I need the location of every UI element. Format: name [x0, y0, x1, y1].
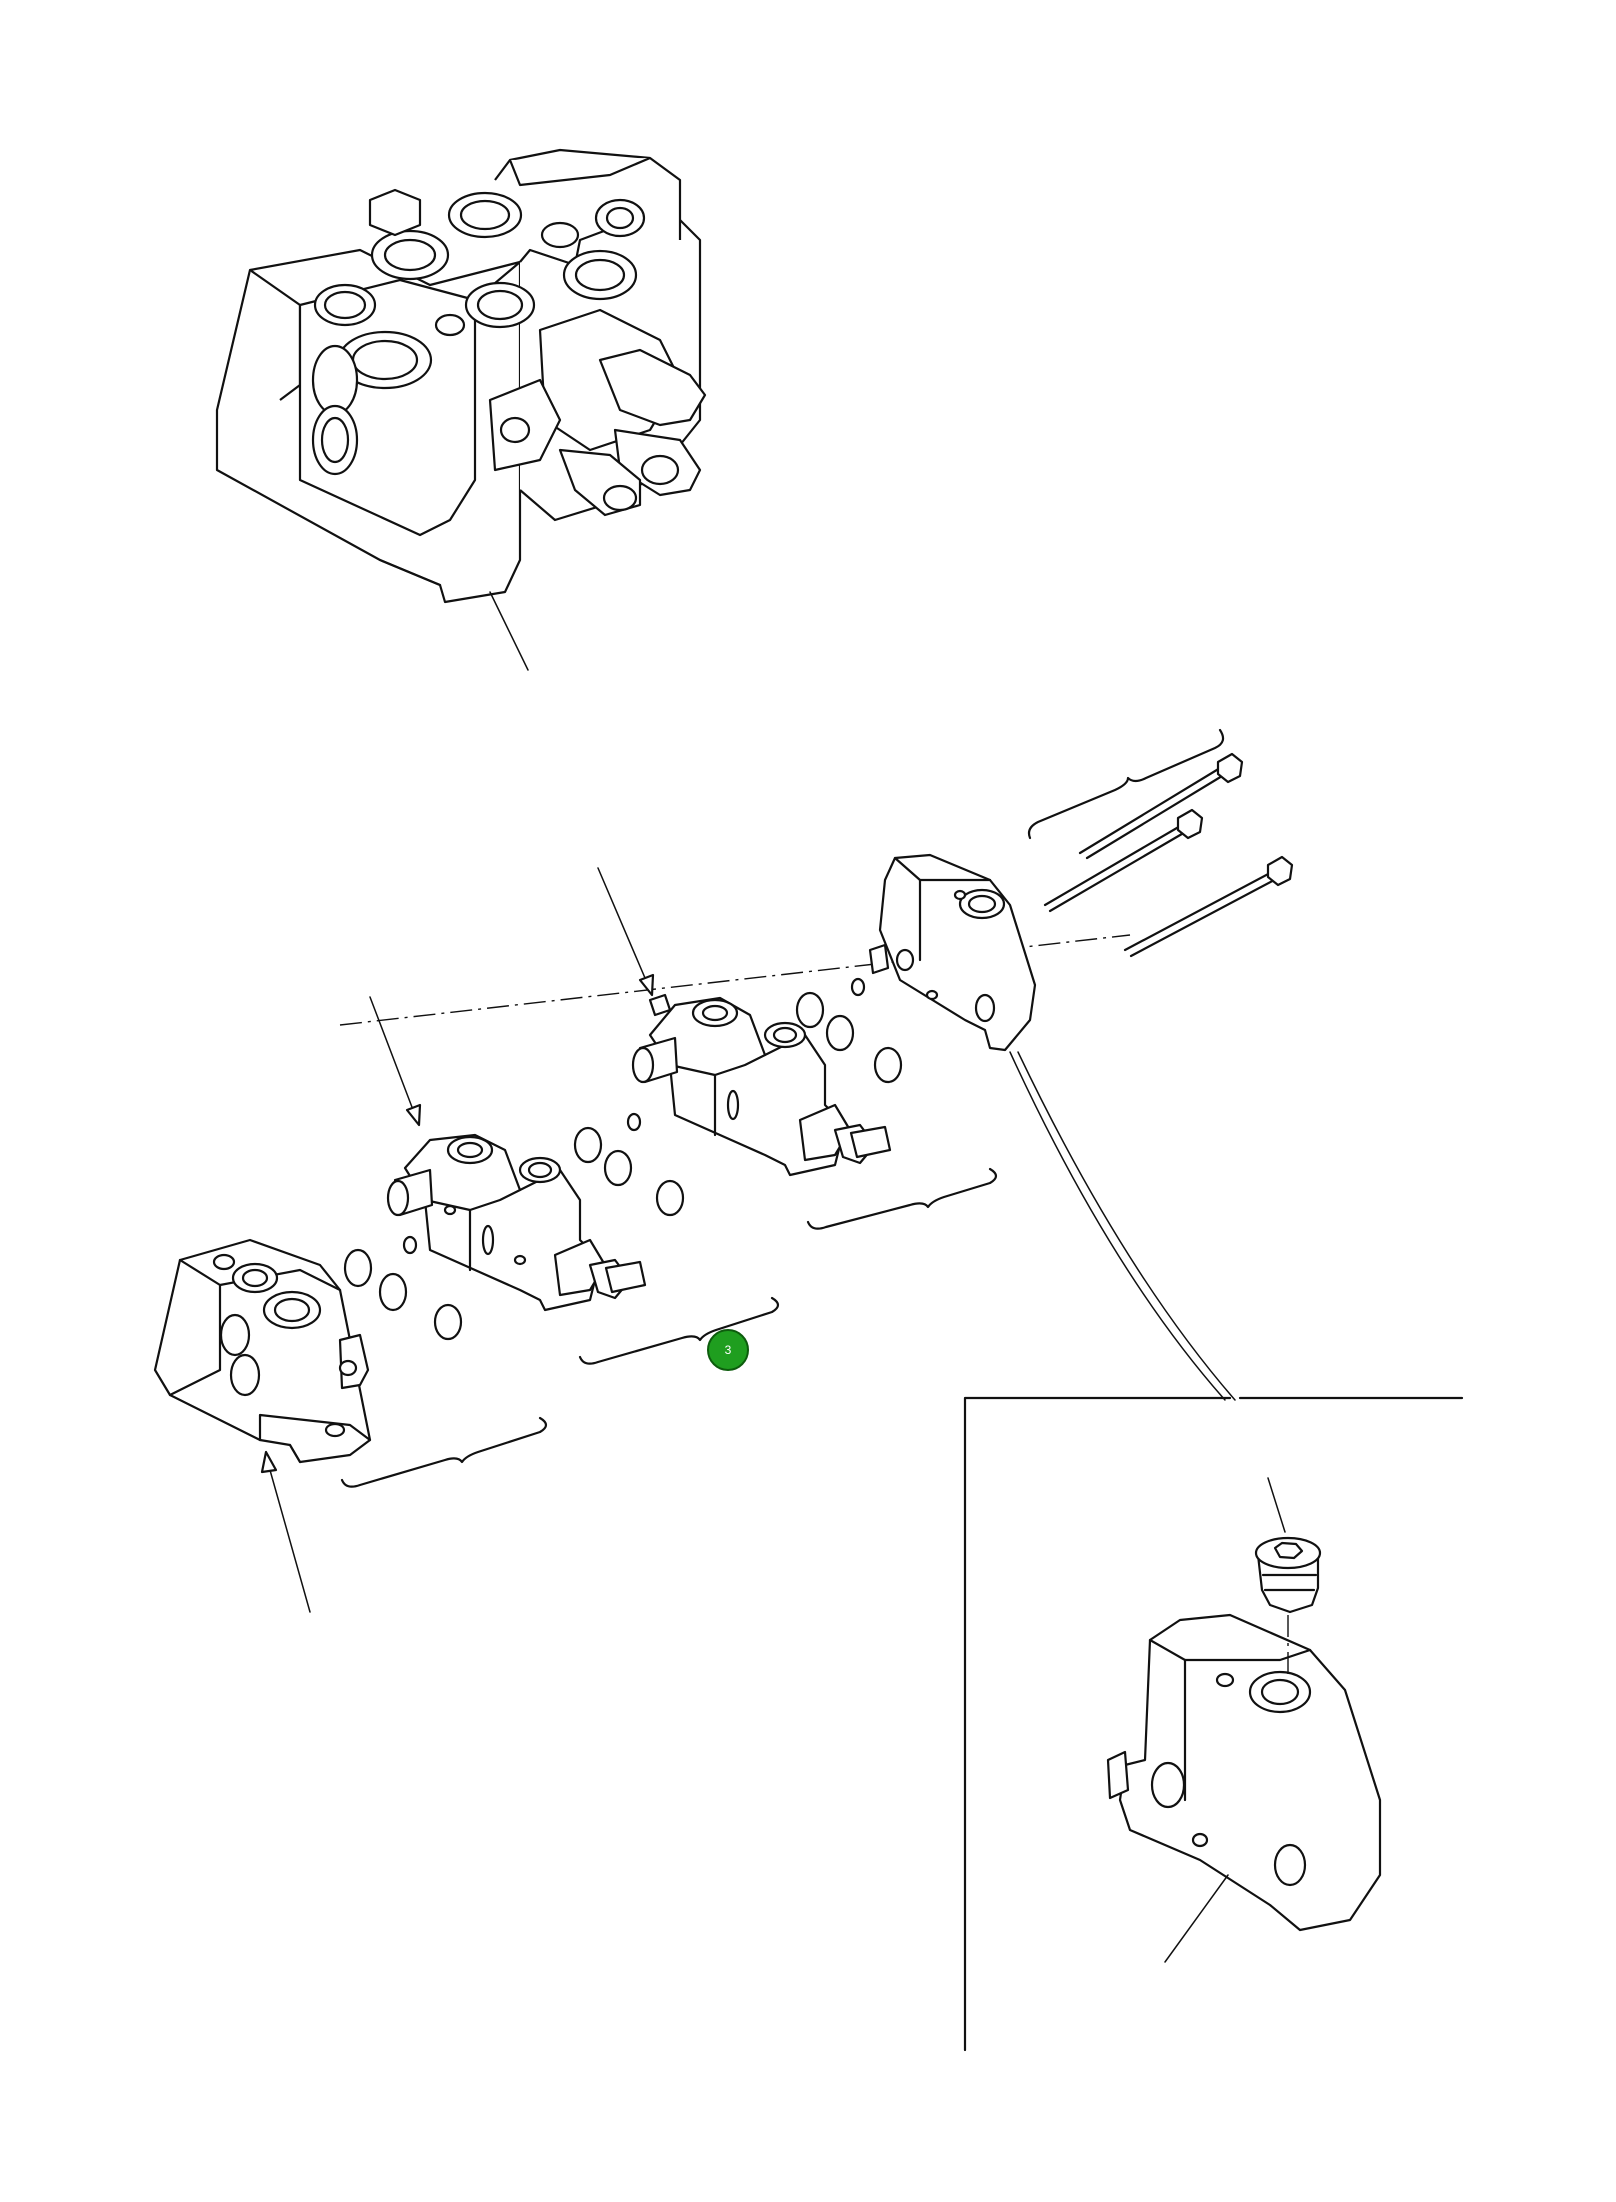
inlet-section: [153, 1238, 372, 1464]
plug-detail: [1254, 1536, 1322, 1614]
callout-badge[interactable]: 3: [707, 1329, 749, 1371]
o-ring-group-3: [795, 977, 903, 1084]
section-braces: [340, 728, 1225, 1488]
plug-leader-line: [1267, 1477, 1286, 1533]
assembled-control-valve: [215, 148, 707, 604]
tie-rods: [1043, 752, 1294, 958]
pointer-arrows: [260, 867, 655, 1613]
o-ring-group-1: [343, 1235, 463, 1341]
leader-line: [489, 591, 529, 671]
o-ring-group-2: [573, 1112, 685, 1217]
spool-section-2: [631, 993, 892, 1177]
spool-section-1: [386, 1133, 647, 1312]
inset-end-cover-detail: [1106, 1613, 1382, 1932]
inset-frame: [963, 1396, 1232, 2052]
callout-circle: [707, 1329, 749, 1371]
inset-leader-line: [1009, 1051, 1226, 1401]
assembly-axis: [339, 934, 1131, 1026]
callout-label: 3: [725, 1343, 732, 1357]
outlet-section: [868, 853, 1037, 1052]
cover-leader-line: [1164, 1874, 1229, 1963]
